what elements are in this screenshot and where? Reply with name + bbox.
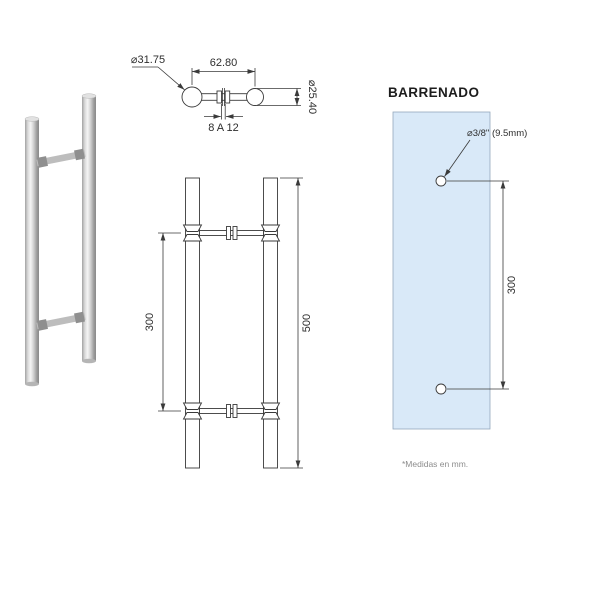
units-note: *Medidas en mm. — [402, 459, 468, 469]
dim-hole-spacing: 300 — [506, 276, 518, 294]
tube-section-left — [181, 86, 203, 108]
left-tube-top-cap — [24, 116, 40, 122]
drilling-title: BARRENADO — [388, 85, 479, 100]
dim-glass-thickness-group: 8 A 12 — [204, 104, 243, 134]
dim-center-distance: 62.80 — [210, 57, 238, 69]
glass-panel — [392, 111, 491, 430]
dim-left-diameter: ⌀31.75 — [131, 54, 165, 66]
dim-left-diameter-group: ⌀31.75 — [131, 54, 185, 91]
dim-total-length: 500 — [301, 314, 313, 332]
top-view: 62.80 ⌀31.75 ⌀25.40 8 A 12 — [131, 54, 318, 134]
right-tube-top-cap — [81, 93, 97, 99]
dim-hole-spacing-group: 300 — [447, 180, 518, 390]
handle-right-tube — [82, 96, 96, 361]
dim-right-diameter-group: ⌀25.40 — [257, 80, 318, 114]
hole-diameter-label: ⌀3/8" (9.5mm) — [467, 128, 527, 139]
clamp-plate-right — [224, 90, 231, 104]
top-drill-hole — [435, 175, 447, 187]
front-right-bar — [263, 177, 278, 469]
handle-bottom-connector — [36, 311, 86, 331]
right-tube-bottom-cap — [82, 358, 96, 364]
hole-diameter-callout: ⌀3/8" (9.5mm) — [444, 128, 527, 177]
dim-right-diameter: ⌀25.40 — [306, 80, 318, 114]
handle-product-image — [24, 93, 97, 387]
dim-center-distance-group: 62.80 — [191, 57, 256, 87]
handle-left-tube — [25, 119, 39, 384]
dim-fixing-spacing-group: 300 — [144, 232, 181, 412]
front-left-bar — [185, 177, 200, 469]
tube-section-right — [246, 88, 264, 106]
front-view: 300 500 — [144, 177, 313, 469]
dim-fixing-spacing: 300 — [144, 313, 156, 331]
bottom-drill-hole — [435, 383, 447, 395]
handle-top-connector — [36, 148, 86, 168]
dim-glass-thickness: 8 A 12 — [208, 122, 239, 134]
clamp-plate-left — [216, 90, 222, 104]
dim-total-length-group: 500 — [280, 177, 313, 469]
left-tube-bottom-cap — [25, 381, 39, 387]
drilling-view: BARRENADO ⌀3/8" (9.5mm) 300 *Medidas en … — [388, 85, 527, 469]
